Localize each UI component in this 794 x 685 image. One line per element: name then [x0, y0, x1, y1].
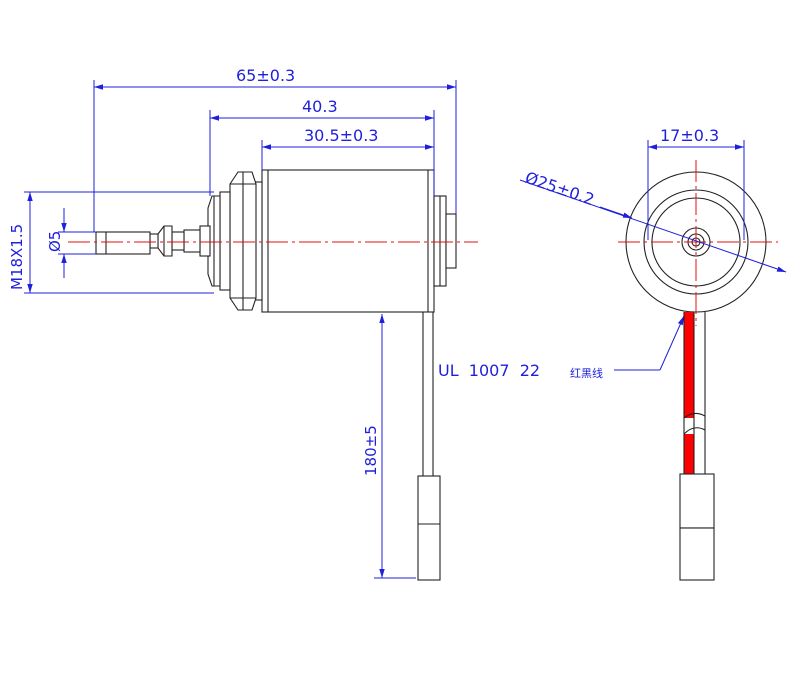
plunger-shaft [95, 225, 211, 257]
solenoid-body [261, 169, 435, 313]
end-centerlines [618, 160, 778, 326]
body-cap-length-label: 40.3 [302, 97, 338, 116]
dim-lead-length [374, 314, 416, 579]
overall-length-label: 65±0.3 [236, 66, 295, 85]
dim-thread [24, 191, 214, 294]
dim-mount-spacing [647, 140, 745, 240]
lead-length-label: 180±5 [362, 425, 380, 476]
dim-shaft-diameter [58, 208, 96, 278]
cable-leader [614, 315, 685, 371]
side-view [95, 169, 457, 581]
rear-cap [433, 195, 457, 287]
end-view-wires [679, 312, 715, 581]
lead-wire [417, 312, 441, 581]
cable-color-label: 红黑线 [570, 366, 603, 380]
dim-overall-length [93, 80, 457, 232]
outer-diameter-label: Ø25±0.2 [523, 168, 597, 209]
thread-label: M18X1.5 [8, 224, 26, 290]
shaft-diameter-label: Ø5 [46, 231, 64, 252]
dim-body-length [261, 140, 435, 170]
cable-spec-label: UL 1007 22 [438, 361, 540, 380]
mount-spacing-label: 17±0.3 [660, 126, 719, 145]
body-length-label: 30.5±0.3 [304, 126, 378, 145]
mounting-nut [207, 171, 263, 311]
dim-outer-diameter [519, 179, 787, 273]
